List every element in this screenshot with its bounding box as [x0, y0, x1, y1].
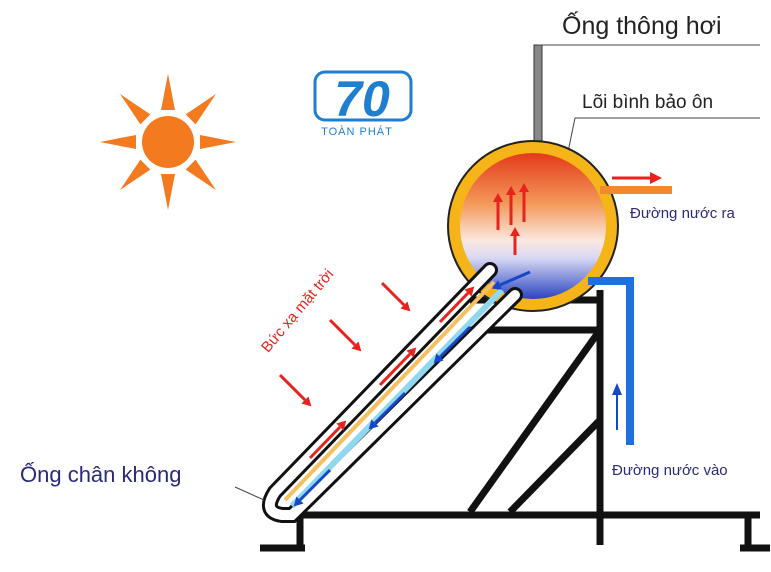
- radiation-arrows: [278, 281, 411, 407]
- arrow-head: [351, 341, 362, 352]
- flow-arrow: [308, 425, 342, 460]
- support-frame: [260, 290, 770, 552]
- flow-arrow: [438, 325, 472, 359]
- sun-ray: [200, 135, 236, 149]
- arrow-head: [491, 280, 502, 290]
- water-out-label: Đường nước ra: [630, 205, 735, 222]
- sun-ray: [161, 174, 175, 210]
- tank-core-label: Lõi bình bảo ôn: [582, 92, 714, 113]
- flow-arrow: [298, 468, 332, 502]
- flow-arrow: [438, 291, 470, 324]
- vacuum-tube-label: Ống chân không: [20, 462, 182, 487]
- sun-ray: [119, 93, 151, 125]
- water-in-label: Đường nước vào: [612, 462, 728, 479]
- flow-arrow: [378, 352, 412, 387]
- arrow-head: [464, 286, 475, 297]
- arrow-head: [301, 396, 312, 407]
- arrow-head: [506, 186, 516, 195]
- sun-icon: [100, 74, 236, 210]
- flow-arrow: [380, 281, 406, 307]
- flow-arrow: [499, 270, 531, 287]
- arrow-head: [368, 419, 379, 430]
- flow-arrow: [328, 318, 357, 347]
- arrow-head: [400, 301, 411, 312]
- flow-arrow: [373, 391, 407, 425]
- arrow-head: [336, 420, 347, 431]
- arrow-head: [293, 496, 304, 507]
- arrow-head: [493, 193, 503, 202]
- toan-phat-logo: 70 TOÀN PHÁT: [313, 70, 413, 138]
- vent-pipe-label: Ống thông hơi: [562, 12, 722, 40]
- sun-ray: [119, 159, 151, 191]
- svg-text:TOÀN PHÁT: TOÀN PHÁT: [321, 125, 393, 138]
- sun-ray: [100, 135, 136, 149]
- flow-arrows: [293, 183, 531, 507]
- arrow-head: [406, 347, 417, 358]
- svg-text:70: 70: [334, 71, 390, 127]
- flow-arrow: [278, 373, 307, 402]
- tube-leader-line: [234, 486, 265, 501]
- sun-ray: [185, 93, 217, 125]
- arrow-head: [519, 183, 529, 192]
- vacuum-tube: [261, 262, 523, 523]
- sun-ray: [161, 74, 175, 110]
- arrow-head: [433, 353, 444, 364]
- water-inlet-pipe: [588, 277, 634, 445]
- arrow-head: [510, 227, 520, 236]
- sun-ray: [185, 159, 217, 191]
- water-outlet-pipe: [600, 172, 672, 194]
